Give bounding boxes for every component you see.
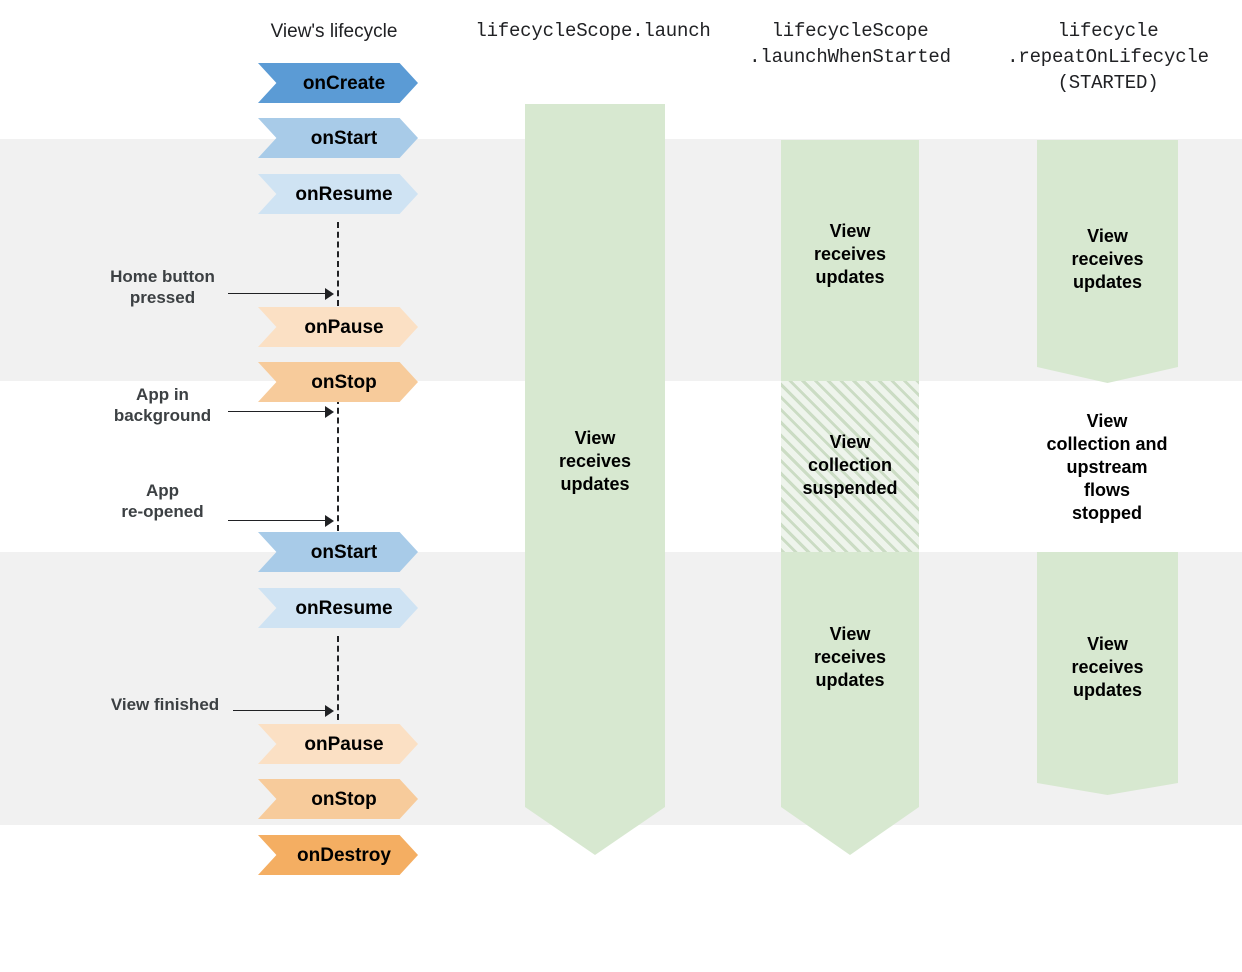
lifecycle-event-onstop-1-label: onStop [311,371,377,393]
lifecycle-event-oncreate[interactable]: onCreate [258,63,418,103]
lifecycle-event-onresume-2-label: onResume [295,597,393,619]
lifecycle-event-onpause-2[interactable]: onPause [258,724,418,764]
lifecycle-event-onstart-2-label: onStart [310,541,378,563]
lifecycle-event-onresume-1[interactable]: onResume [258,174,418,214]
scope-state-lws-receives-updates-2: View receives updates [813,624,887,690]
scope-bar-repeatonlifecycle-1-arrowhead [1037,367,1178,383]
lifecycle-event-onpause-1-label: onPause [304,316,384,338]
user-event-app-re-opened-arrow [228,515,334,527]
scope-bar-repeatonlifecycle-2-body [1037,552,1178,783]
lifecycle-event-ondestroy-label: onDestroy [297,844,391,866]
scope-bar-repeatonlifecycle-2 [1037,552,1178,795]
lifecycle-event-onpause-1[interactable]: onPause [258,307,418,347]
lifecycle-event-onstop-1[interactable]: onStop [258,362,418,402]
lifecycle-connector-dash-1 [337,222,339,306]
lifecycle-connector-dash-2 [337,398,339,531]
lifecycle-event-onstart-1[interactable]: onStart [258,118,418,158]
scope-state-rol-receives-updates-1: View receives updates [1071,226,1144,292]
user-event-view-finished-label: View finished [110,695,220,714]
lifecycle-event-onstart-1-label: onStart [310,127,378,149]
lifecycle-event-onstop-2[interactable]: onStop [258,779,418,819]
lifecycle-event-onresume-1-label: onResume [295,183,393,205]
scope-state-launch-receives-updates: View receives updates [558,428,632,494]
scope-bar-repeatonlifecycle-1 [1037,140,1178,383]
lifecycle-event-ondestroy[interactable]: onDestroy [258,835,418,875]
column-header-view-lifecycle: View's lifecycle [270,21,398,42]
scope-bar-launchwhenstarted [781,140,919,855]
lifecycle-event-onstop-2-label: onStop [311,788,377,810]
lifecycle-event-onstart-2[interactable]: onStart [258,532,418,572]
user-event-home-button-pressed-label: Home button pressed [110,267,215,307]
lifecycle-event-oncreate-label: onCreate [302,72,386,94]
column-header-lifecyclescope-launchwhenstarted: lifecycleScope .launchWhenStarted [749,20,951,68]
column-header-lifecyclescope-launch: lifecycleScope.launch [475,20,711,42]
scope-state-rol-collection-stopped: View collection and upstream flows stopp… [1046,411,1168,523]
scope-bar-launchwhenstarted-suspended-hatch [781,381,919,552]
scope-bar-launchwhenstarted-arrowhead [781,807,919,855]
user-event-app-re-opened-label: App re-opened [121,481,204,521]
scope-bar-launch-body [525,104,665,807]
user-event-view-finished-arrow [233,705,334,717]
user-event-app-in-background-label: App in background [113,385,212,425]
scope-state-lws-collection-suspended: View collection suspended [802,432,898,498]
scope-bar-launch-arrowhead [525,807,665,855]
lifecycle-event-onpause-2-label: onPause [304,733,384,755]
lifecycle-connector-dash-3 [337,636,339,720]
scope-state-rol-receives-updates-2: View receives updates [1071,634,1144,700]
scope-bar-repeatonlifecycle-2-arrowhead [1037,783,1178,795]
scope-bar-repeatonlifecycle-1-body [1037,140,1178,367]
user-event-home-button-pressed-arrow [228,288,334,300]
lifecycle-event-onresume-2[interactable]: onResume [258,588,418,628]
scope-state-lws-receives-updates-1: View receives updates [813,221,887,287]
scope-bar-launch [525,104,665,855]
column-header-lifecycle-repeatonlifecycle: lifecycle .repeatOnLifecycle (STARTED) [1007,20,1209,94]
user-event-app-in-background-arrow [228,406,334,418]
